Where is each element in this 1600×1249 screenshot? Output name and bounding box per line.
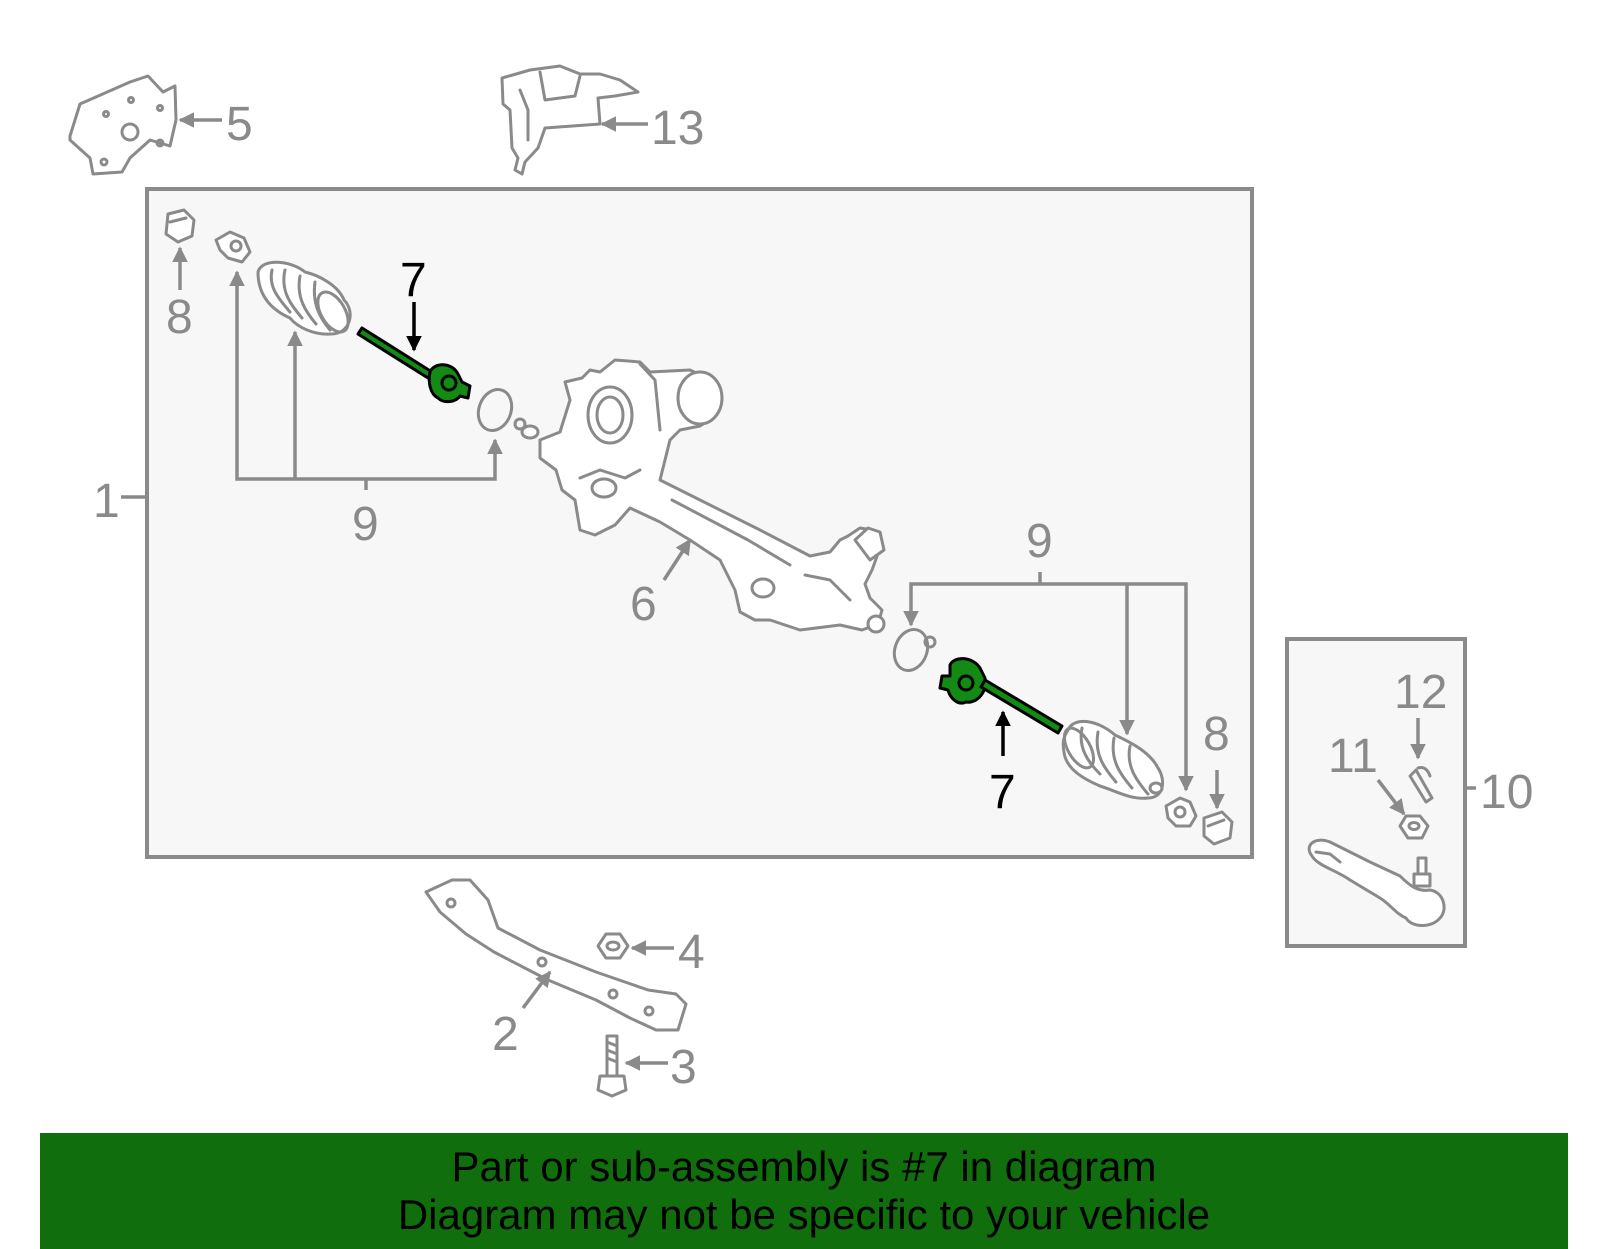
callout-13: 13 (651, 102, 704, 155)
callout-11: 11 (1328, 730, 1378, 783)
bracket-part-2[interactable] (424, 878, 688, 1032)
ring-right[interactable] (889, 625, 937, 675)
callout-5: 5 (226, 98, 253, 151)
callout-10: 10 (1480, 766, 1533, 819)
callout-2: 2 (492, 1008, 519, 1061)
nut-part-8-right[interactable] (1202, 810, 1234, 846)
shield-part-13[interactable] (500, 64, 640, 176)
leader-9-left (229, 270, 503, 490)
callout-6: 6 (630, 578, 657, 631)
ring-left[interactable] (473, 385, 527, 435)
info-banner: Part or sub-assembly is #7 in diagram Di… (40, 1133, 1568, 1249)
banner-line-disclaimer: Diagram may not be specific to your vehi… (397, 1191, 1211, 1238)
callout-4: 4 (678, 926, 705, 979)
nut-part-4[interactable] (596, 932, 630, 960)
nut-part-11[interactable] (1398, 814, 1430, 840)
leader-6 (662, 538, 692, 581)
callout-8-left: 8 (166, 291, 193, 344)
callout-1: 1 (93, 475, 120, 528)
inner-tie-rod-part-7-left[interactable] (356, 326, 472, 404)
bolt-part-3[interactable] (596, 1034, 628, 1098)
leader-11 (1376, 778, 1406, 816)
callout-9-left: 9 (352, 498, 379, 551)
nut-part-8-left[interactable] (164, 208, 196, 244)
callout-3: 3 (670, 1041, 697, 1094)
steering-gear-part-6[interactable] (520, 358, 886, 634)
bracket-part-5[interactable] (68, 74, 178, 176)
callout-8-right: 8 (1203, 708, 1230, 761)
leader-2 (521, 970, 552, 1010)
callout-9-right: 9 (1026, 515, 1053, 568)
clamp-left[interactable] (214, 230, 252, 264)
boot-right[interactable] (1058, 719, 1165, 800)
banner-line-part-number: Part or sub-assembly is #7 in diagram (451, 1143, 1157, 1190)
leader-9-right (903, 572, 1194, 792)
inner-tie-rod-part-7-right[interactable] (938, 657, 1064, 735)
callout-7-left: 7 (400, 254, 427, 307)
cotter-pin-part-12[interactable] (1408, 766, 1434, 804)
callout-12: 12 (1394, 666, 1447, 719)
callout-7-right: 7 (989, 766, 1016, 819)
outer-tie-rod-end-part-10[interactable] (1307, 838, 1446, 927)
clamp-right[interactable] (1164, 796, 1198, 828)
